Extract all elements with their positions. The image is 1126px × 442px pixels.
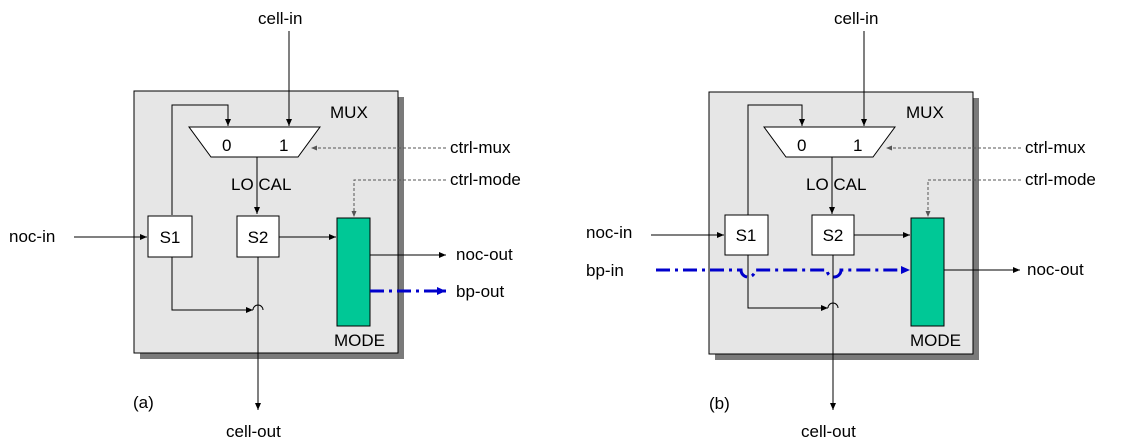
caption-b: (b)	[709, 394, 730, 413]
mux-label: MUX	[330, 103, 368, 122]
noc-out-label: noc-out	[1027, 260, 1084, 279]
mux-input-0: 0	[797, 136, 806, 155]
mux-label: MUX	[906, 103, 944, 122]
switch-s1	[147, 215, 193, 258]
local-label: LO CAL	[231, 175, 291, 194]
mux-input-1: 1	[279, 136, 288, 155]
bp-in-label: bp-in	[586, 261, 624, 280]
mux	[763, 126, 896, 158]
s1-to-mode-wire	[171, 257, 253, 313]
switch-s1-label: S1	[160, 228, 181, 247]
ctrl-mode-wire	[925, 179, 1021, 217]
noc-out-label: noc-out	[456, 245, 513, 264]
switch-s2-label: S2	[823, 226, 844, 245]
bp-out-label: bp-out	[456, 282, 504, 301]
ctrl-mode-wire	[351, 179, 446, 217]
diagram-a: MUX 0 1 cell-in ctrl-mux LO CAL ctrl-mod…	[9, 9, 521, 441]
switch-s1-label: S1	[736, 226, 757, 245]
switch-s1	[724, 214, 769, 256]
bp-in-wire	[656, 266, 910, 279]
switch-s2-label: S2	[248, 228, 269, 247]
cell-out-label: cell-out	[801, 422, 856, 441]
noc-in-label: noc-in	[9, 227, 55, 246]
s1-to-mode-wire	[747, 255, 828, 311]
ctrl-mux-label: ctrl-mux	[1025, 138, 1086, 157]
mode-label: MODE	[334, 331, 385, 350]
cell-out-label: cell-out	[226, 422, 281, 441]
ctrl-mode-label: ctrl-mode	[450, 170, 521, 189]
s1-to-mux-wire	[171, 104, 231, 215]
mux-input-0: 0	[222, 136, 231, 155]
caption-a: (a)	[133, 393, 154, 412]
cell-in-label: cell-in	[834, 9, 878, 28]
s1-to-mux-wire	[747, 104, 805, 215]
mux-input-1: 1	[853, 136, 862, 155]
mode-label: MODE	[910, 331, 961, 350]
local-label: LO CAL	[806, 175, 866, 194]
mode-block	[336, 217, 371, 327]
ctrl-mode-label: ctrl-mode	[1025, 170, 1096, 189]
diagram-b: MUX 0 1 cell-in ctrl-mux LO CAL ctrl-mod…	[586, 9, 1096, 441]
noc-in-label: noc-in	[586, 223, 632, 242]
cell-in-label: cell-in	[258, 9, 302, 28]
ctrl-mux-label: ctrl-mux	[450, 138, 511, 157]
mux	[188, 126, 321, 158]
switch-s2	[811, 214, 855, 256]
mode-block	[910, 217, 945, 327]
